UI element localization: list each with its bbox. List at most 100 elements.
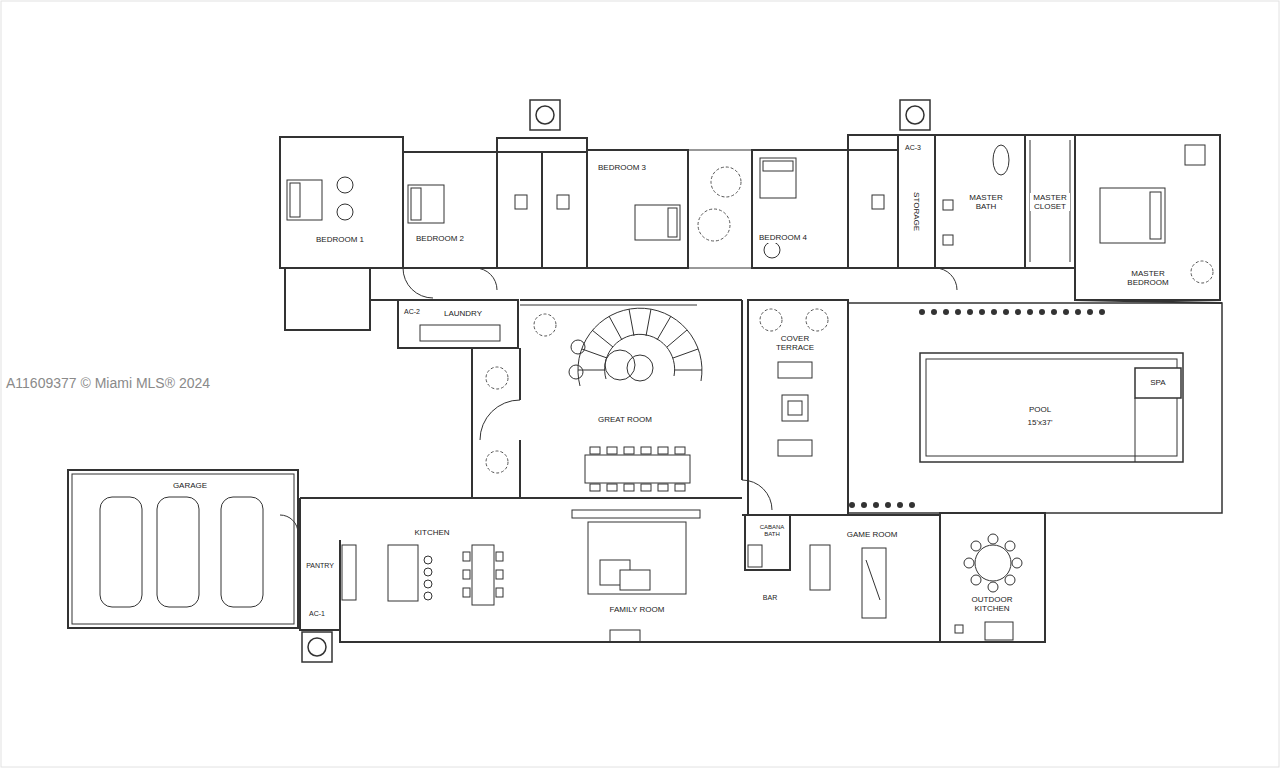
ac-units-part [302,632,332,662]
room-label: GREAT ROOM [597,415,653,424]
staircase-part [578,308,702,386]
room-label: GARAGE [172,481,208,490]
furniture-part [748,545,762,567]
watermark: A11609377 © Miami MLS® 2024 [5,375,211,391]
room-label: BEDROOM 1 [315,235,365,244]
doors-part [742,480,772,510]
room-label: OUTDOOR KITCHEN [966,595,1018,613]
doors-part [403,268,433,298]
room-area: BEDROOM 1 [280,137,403,268]
furniture-part [1185,145,1205,165]
furniture-part [658,447,668,454]
furniture-part [675,447,685,454]
plants [486,167,1213,508]
furniture-part [287,180,322,220]
room-label: KITCHEN [413,528,450,537]
walls-part [519,348,521,400]
room-area: SPA [1135,368,1181,398]
room-label: BEDROOM 3 [597,163,647,172]
furniture-part [463,552,470,561]
plants-part [534,314,556,336]
room-label: FAMILY ROOM [609,605,666,614]
walls [68,135,1222,642]
furniture-part [964,558,974,568]
furniture-part [100,497,142,607]
furniture-part [1012,558,1022,568]
furniture-part [424,568,432,576]
plants-part-part [1087,309,1093,315]
walls-part [370,299,398,301]
room-label: LAUNDRY [443,309,483,318]
furniture-part [424,592,432,600]
furniture-part [872,195,884,209]
plants-part [486,451,508,473]
plants-part [806,309,828,331]
furniture-part [463,570,470,579]
furniture-part [668,208,677,237]
walls-part [745,515,790,570]
furniture-part [760,158,796,198]
walls-part [497,152,587,268]
plants-part-part [1075,309,1081,315]
room-area: GARAGE [68,470,298,628]
furniture-part [557,195,569,209]
furniture-part [862,548,886,618]
room-label: MASTER BEDROOM [1123,269,1173,287]
plants-part [1191,261,1213,283]
furniture-part [675,484,685,491]
room-area: KITCHEN [360,498,560,642]
room-area: STORAGE [898,135,935,268]
walls-part [339,540,341,630]
room-label: STORAGE [911,192,920,233]
room-area: BEDROOM 2 [403,152,497,268]
staircase-part [605,350,635,380]
plants-part-part [1003,309,1009,315]
walls-part [848,150,898,268]
room-area: COVER TERRACE [748,300,848,515]
walls-part [68,470,298,628]
furniture-part [988,534,998,544]
ac-units-part [900,100,930,130]
room-label: BEDROOM 4 [758,233,808,242]
furniture-part [607,484,617,491]
furniture-part [866,560,880,600]
plants-part-part [979,309,985,315]
plants-part [711,167,741,197]
walls-part [520,305,697,306]
room-label: POOL [1028,405,1052,414]
furniture-part [624,447,634,454]
room-area: MASTER BEDROOM [1075,135,1220,300]
furniture-part [1150,192,1161,239]
furniture-part [641,447,651,454]
furniture-part [424,556,432,564]
furniture-part [420,325,500,341]
room-area: OUTDOOR KITCHEN [940,513,1045,642]
staircase [569,308,702,386]
plants-part-part [849,502,855,508]
plants-part-part [1063,309,1069,315]
plants-part-part [1051,309,1057,315]
furniture-part [635,205,680,240]
furniture-part [590,447,600,454]
walls-part [72,474,294,624]
furniture-part [993,145,1009,175]
plan-note: BAR [762,594,778,602]
staircase-part [578,309,702,370]
furniture-part [658,484,668,491]
furniture-part [624,484,634,491]
furniture-part [955,625,963,633]
walls-part [300,498,940,642]
furniture-part [157,497,199,607]
furniture-part [763,161,793,171]
furniture-part [620,570,650,590]
room-label: MASTER BATH [967,193,1005,211]
furniture-part [572,510,700,518]
furniture-part [588,522,686,594]
walls-part [520,299,742,301]
walls-part [300,497,742,499]
plants-part-part [1015,309,1021,315]
furniture-part [988,582,998,592]
